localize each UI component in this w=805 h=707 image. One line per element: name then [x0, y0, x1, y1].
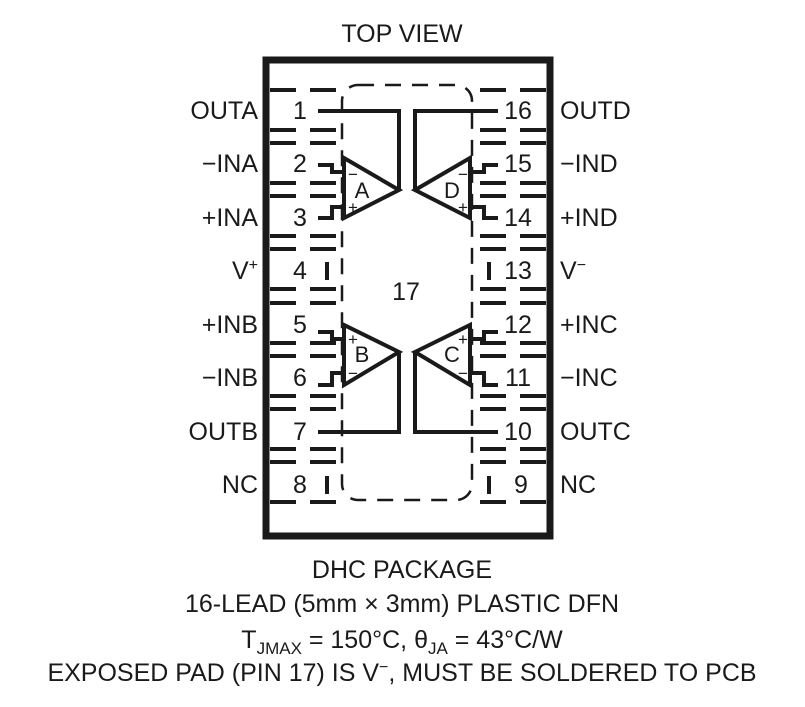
pin-number-2: 2: [293, 150, 307, 178]
pin-number-6: 6: [293, 364, 307, 392]
pin-label-vminus: V−: [560, 257, 586, 285]
pin-number-4: 4: [293, 257, 307, 285]
right-pin-pad-dashes: [480, 88, 546, 504]
package-body-outline: [262, 56, 554, 540]
pin-label-ind-neg: −IND: [560, 150, 618, 178]
amplifier-b: B + −: [318, 321, 404, 389]
pin-number-15: 15: [504, 150, 532, 178]
amplifier-c: C + −: [410, 321, 498, 389]
pin-number-7: 7: [293, 418, 307, 446]
pin-number-13: 13: [504, 257, 532, 285]
amplifier-d-noninverting-sign: +: [458, 198, 468, 217]
pin-label-inb-neg: −INB: [202, 364, 258, 392]
amplifier-b-inverting-sign: −: [348, 364, 358, 383]
pin-label-vplus: V+: [232, 257, 258, 285]
pin-number-5: 5: [293, 311, 307, 339]
amplifier-c-label: C: [444, 342, 460, 367]
pin-number-10: 10: [504, 418, 532, 446]
output-traces: [318, 109, 498, 434]
amplifier-a-inverting-sign: −: [348, 165, 358, 184]
pin-label-inc-neg: −INC: [560, 364, 618, 392]
exposed-pad-outline: [340, 83, 474, 502]
pin-number-3: 3: [293, 204, 307, 232]
amplifier-a: A − +: [318, 154, 404, 222]
amplifier-a-noninverting-sign: +: [348, 198, 358, 217]
pin-number-14: 14: [504, 204, 532, 232]
pin-number-12: 12: [504, 311, 532, 339]
amplifier-b-label: B: [355, 342, 370, 367]
pin-label-outa: OUTA: [190, 97, 258, 125]
pin-number-9: 9: [514, 471, 528, 499]
amplifier-d: D − +: [410, 154, 498, 222]
pin-label-nc-9: NC: [560, 471, 596, 499]
pin-number-1: 1: [293, 97, 307, 125]
amplifier-d-label: D: [444, 178, 460, 203]
pin-label-outd: OUTD: [560, 97, 631, 125]
caption-package-name: DHC PACKAGE: [312, 556, 492, 584]
pin-number-8: 8: [293, 471, 307, 499]
pin-label-inb-pos: +INB: [202, 311, 258, 339]
caption-thermal-specs: TJMAX = 150°C, θJA = 43°C/W: [241, 626, 563, 658]
pin-label-ina-neg: −INA: [202, 150, 259, 178]
amplifier-c-inverting-sign: −: [458, 364, 468, 383]
page-title: TOP VIEW: [341, 20, 463, 48]
pin-label-nc-8: NC: [222, 471, 258, 499]
amplifier-d-inverting-sign: −: [458, 165, 468, 184]
pin-label-ina-pos: +INA: [202, 204, 259, 232]
amplifier-a-label: A: [355, 178, 370, 203]
stub-leads: [325, 262, 491, 494]
left-pin-pad-dashes: [270, 88, 336, 504]
pin-label-ind-pos: +IND: [560, 204, 618, 232]
pin-number-16: 16: [504, 97, 532, 125]
exposed-pad-number: 17: [392, 278, 420, 306]
amplifier-b-noninverting-sign: +: [348, 330, 358, 349]
pin-number-11: 11: [505, 364, 531, 392]
caption-exposed-pad-note: EXPOSED PAD (PIN 17) IS V−, MUST BE SOLD…: [47, 659, 756, 687]
pin-label-outc: OUTC: [560, 418, 631, 446]
caption-lead-description: 16-LEAD (5mm × 3mm) PLASTIC DFN: [185, 590, 619, 618]
pin-label-inc-pos: +INC: [560, 311, 618, 339]
pin-label-outb: OUTB: [189, 418, 258, 446]
amplifier-c-noninverting-sign: +: [458, 330, 468, 349]
